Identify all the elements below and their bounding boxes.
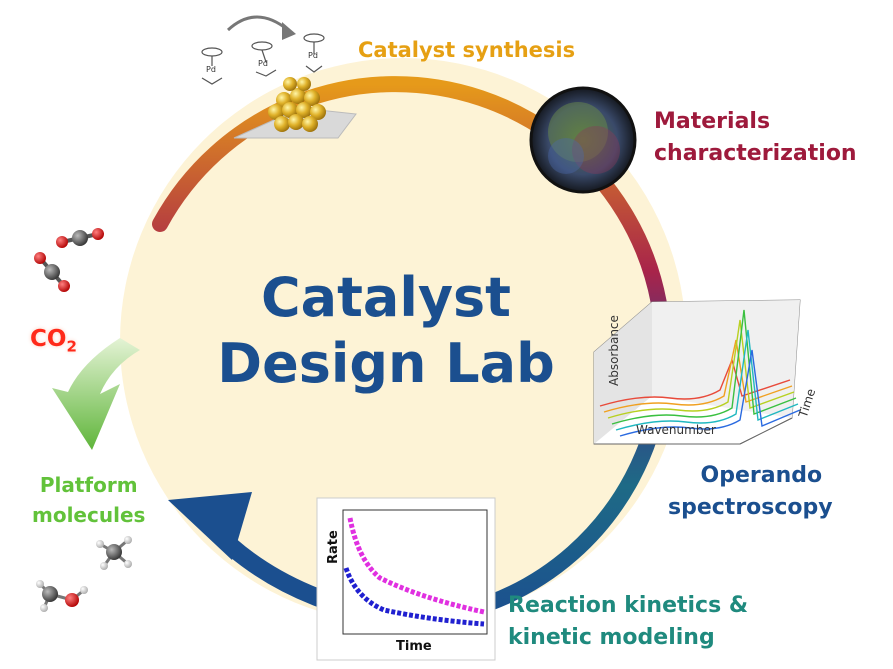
- operando-spectra-plot: Absorbance Wavenumber Time: [593, 299, 819, 445]
- svg-text:Pd: Pd: [308, 51, 318, 60]
- spectra-xlabel: Wavenumber: [636, 423, 716, 437]
- co2-base: CO: [30, 326, 67, 352]
- spectra-zlabel: Time: [796, 387, 819, 420]
- rate-curve-magenta: [347, 517, 485, 615]
- pd-complex-2: Pd: [251, 41, 277, 77]
- rate-xlabel: Time: [396, 639, 432, 654]
- pd-complex-3: Pd: [303, 33, 325, 73]
- pd-complex-1: Pd: [201, 47, 223, 85]
- co2-molecule-1: [56, 228, 104, 248]
- label-kinetics-line1: Reaction kinetics &: [508, 593, 749, 618]
- lab-circle: [120, 58, 686, 624]
- green-conversion-arrow: [52, 338, 140, 450]
- label-reaction-kinetics: Reaction kinetics & kinetic modeling: [508, 590, 748, 654]
- center-title-line2: Design Lab: [217, 332, 555, 395]
- label-operando-spectroscopy: Operando spectroscopy: [668, 460, 833, 524]
- synthesis-graphic: Pd Pd Pd: [201, 15, 357, 139]
- label-spectroscopy-line1: Operando: [700, 463, 823, 488]
- co2-subscript: 2: [66, 337, 77, 356]
- svg-text:Pd: Pd: [258, 59, 268, 68]
- microscopy-image: [529, 86, 637, 194]
- rate-curve-blue: [343, 567, 485, 627]
- pd-nanoparticle: [268, 77, 326, 132]
- label-materials-characterization: Materials characterization: [654, 106, 857, 170]
- label-catalyst-synthesis: Catalyst synthesis: [358, 38, 576, 62]
- label-co2: CO2: [30, 326, 77, 356]
- cycle-arrowhead: [168, 492, 252, 560]
- label-characterization-line2: characterization: [654, 141, 857, 166]
- label-platform-molecules: Platform molecules: [32, 470, 145, 530]
- label-spectroscopy-line2: spectroscopy: [668, 495, 833, 520]
- methanol-molecule: [36, 580, 88, 612]
- center-title-line1: Catalyst: [261, 266, 511, 329]
- rate-ylabel: Rate: [326, 530, 341, 564]
- methane-molecule: [96, 536, 132, 570]
- svg-text:Pd: Pd: [206, 65, 216, 74]
- spectra-ylabel: Absorbance: [607, 315, 621, 386]
- transfer-arrow: [226, 15, 289, 32]
- label-platform-line1: Platform: [39, 473, 138, 497]
- label-kinetics-line2: kinetic modeling: [508, 625, 715, 650]
- rate-plot: Rate Time: [316, 497, 496, 661]
- label-platform-line2: molecules: [32, 503, 146, 527]
- label-characterization-line1: Materials: [654, 109, 771, 134]
- co2-molecule-2: [34, 252, 70, 292]
